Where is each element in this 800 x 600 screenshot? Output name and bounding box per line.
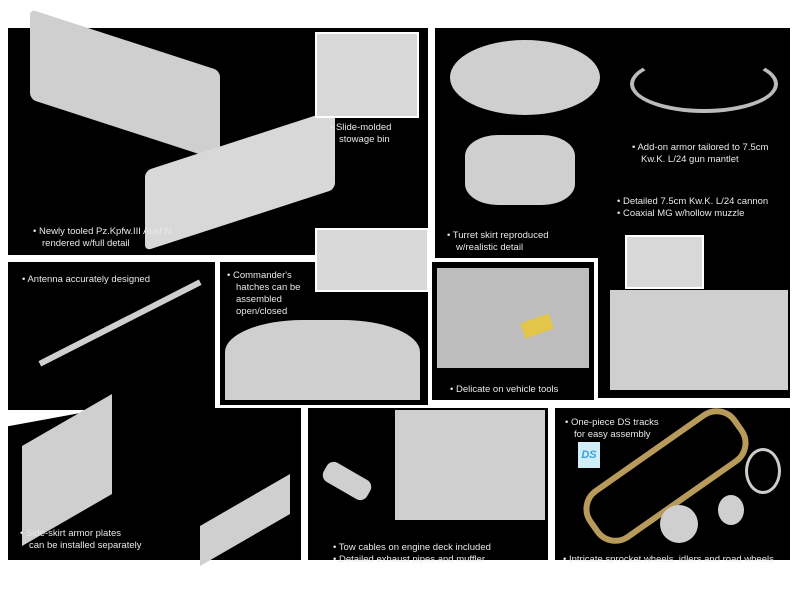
callout-line: Detailed 7.5cm Kw.K. L/24 cannon <box>617 196 768 208</box>
callout-turret-skirt: Turret skirt reproduced w/realistic deta… <box>447 230 549 254</box>
engine-deck-model <box>395 410 545 520</box>
idler-wheel <box>745 448 781 494</box>
callout-line: Turret skirt reproduced <box>447 230 549 242</box>
cannon-model <box>610 290 788 390</box>
callout-hull: Newly tooled Pz.Kpfw.III Ausf.N rendered… <box>33 226 172 250</box>
cannon-inset <box>625 235 704 289</box>
sprocket-wheel <box>660 505 698 543</box>
callout-line: Coaxial MG w/hollow muzzle <box>617 208 768 220</box>
callout-line: Slide-molded <box>330 122 391 134</box>
callout-line: can be installed separately <box>29 540 142 551</box>
callout-wheels: Intricate sprocket wheels, idlers and ro… <box>563 554 774 566</box>
callout-line: assembled <box>236 294 282 305</box>
road-wheel <box>718 495 744 525</box>
panel-antenna <box>8 262 215 410</box>
commander-hatch-inset <box>315 228 429 292</box>
callout-tow-exhaust: Tow cables on engine deck included Detai… <box>333 542 491 566</box>
stowage-bin-inset <box>315 32 419 118</box>
callout-line: rendered w/full detail <box>42 238 130 249</box>
callout-line: open/closed <box>236 306 288 317</box>
callout-commander: Commander's hatches can be assembled ope… <box>227 270 300 318</box>
callout-antenna: Antenna accurately designed <box>22 274 150 286</box>
callout-line: Commander's <box>227 270 300 282</box>
turret-model <box>465 135 575 205</box>
callout-line: One-piece DS tracks <box>565 417 659 429</box>
callout-stowage: Slide-molded stowage bin <box>330 122 391 146</box>
addon-armor-model <box>630 55 778 113</box>
callout-line: hatches can be <box>236 282 301 293</box>
turret-skirt-model <box>450 40 600 115</box>
callout-line: Detailed exhaust pipes and muffler <box>333 554 491 566</box>
callout-side-skirt: Side-skirt armor plates can be installed… <box>20 528 142 552</box>
callout-tracks: One-piece DS tracks for easy assembly <box>565 417 659 441</box>
callout-line: stowage bin <box>339 134 390 145</box>
ds-logo: DS <box>578 442 600 468</box>
callout-line: for easy assembly <box>574 429 651 440</box>
callout-line: Tow cables on engine deck included <box>333 542 491 554</box>
callout-line: Kw.K. L/24 gun mantlet <box>641 154 739 165</box>
callout-cannon: Detailed 7.5cm Kw.K. L/24 cannon Coaxial… <box>617 196 768 220</box>
callout-line: w/realistic detail <box>456 242 524 253</box>
callout-line: Add-on armor tailored to 7.5cm <box>632 142 768 154</box>
commander-hatch-model <box>225 320 420 400</box>
tools-model <box>437 268 589 368</box>
callout-line: Newly tooled Pz.Kpfw.III Ausf.N <box>33 226 172 238</box>
callout-tools: Delicate on vehicle tools <box>450 384 558 396</box>
callout-line: Side-skirt armor plates <box>20 528 142 540</box>
callout-addon-armor: Add-on armor tailored to 7.5cm Kw.K. L/2… <box>632 142 768 166</box>
